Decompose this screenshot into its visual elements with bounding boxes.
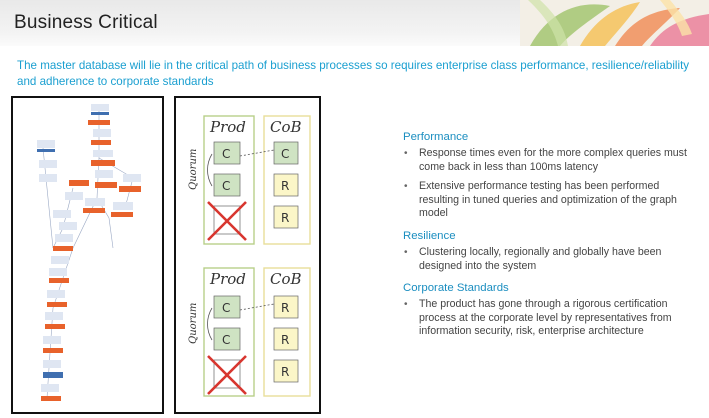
graph-model-diagram — [37, 104, 141, 401]
slide-title: Business Critical — [14, 12, 158, 33]
graph-model-panel — [11, 96, 164, 414]
cluster-group-bottom: Prod CoB C C R R R Quorum — [188, 267, 311, 397]
flower-image — [520, 0, 709, 46]
graph-node-blocks — [37, 104, 141, 401]
prod-label: Prod — [209, 118, 246, 136]
flower-photo — [520, 0, 709, 46]
node-r: R — [281, 365, 289, 379]
quorum-label: Quorum — [188, 303, 199, 344]
section-heading-performance: Performance — [403, 131, 469, 143]
node-c: C — [222, 301, 230, 315]
node-c: C — [222, 179, 230, 193]
section-heading-resilience: Resilience — [403, 229, 456, 242]
cob-label: CoB — [270, 270, 302, 288]
section-heading-corporate-standards: Corporate Standards — [403, 282, 509, 295]
cob-label: CoB — [270, 118, 302, 136]
bullet-item: Clustering locally, regionally and globa… — [403, 246, 698, 273]
subtitle-text: The master database will lie in the crit… — [17, 59, 690, 88]
cluster-diagram-panel: Prod CoB C C C R R Quorum Prod CoB C — [174, 96, 321, 414]
node-r: R — [281, 211, 289, 225]
requirements-list: Performance Response times even for the … — [403, 131, 698, 345]
node-r: R — [281, 333, 289, 347]
node-c: C — [222, 333, 230, 347]
bullet-item: Extensive performance testing has been p… — [403, 180, 698, 221]
bullet-item: The product has gone through a rigorous … — [403, 298, 698, 339]
cluster-group-top: Prod CoB C C C R R Quorum — [188, 115, 311, 245]
prod-label: Prod — [209, 270, 246, 288]
node-c: C — [281, 147, 289, 161]
bullet-item: Response times even for the more complex… — [403, 147, 698, 174]
node-r: R — [281, 301, 289, 315]
cluster-diagram: Prod CoB C C C R R Quorum Prod CoB C — [188, 115, 311, 397]
node-r: R — [281, 179, 289, 193]
node-c: C — [222, 147, 230, 161]
quorum-label: Quorum — [188, 149, 199, 190]
